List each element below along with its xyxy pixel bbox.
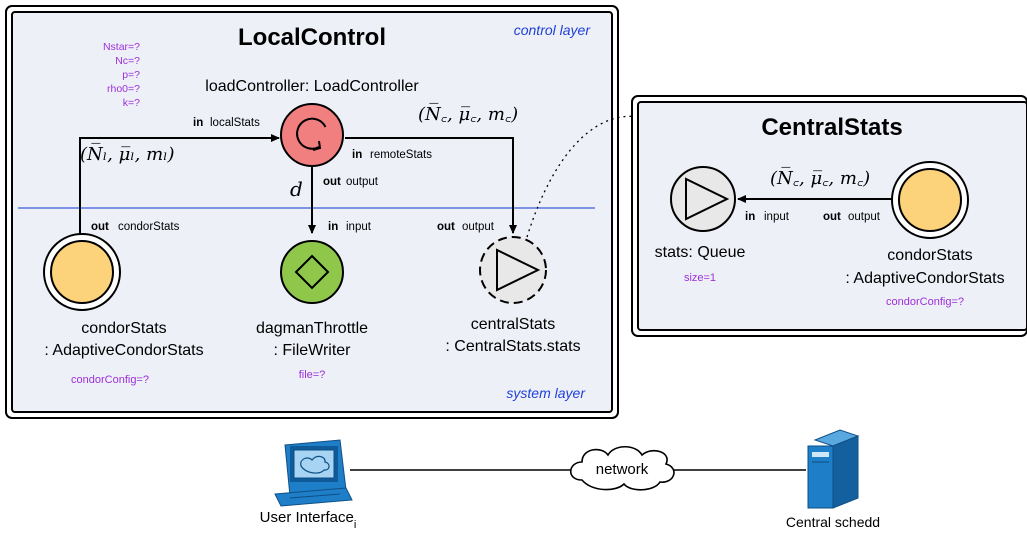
dagman-throttle-node <box>280 240 344 304</box>
local-condorstats-node <box>43 233 121 311</box>
dagman-throttle-type: : FileWriter <box>273 342 351 359</box>
param-k: k=? <box>123 97 140 109</box>
param-nc: Nc=? <box>115 55 140 67</box>
user-interface-subscript: i <box>354 519 356 531</box>
queue-node <box>670 166 736 232</box>
central-condorconfig-param: condorConfig=? <box>886 296 964 308</box>
port-out-kw: out <box>437 221 455 233</box>
local-condorstats-name: condorStats <box>81 320 166 337</box>
param-p: p=? <box>122 69 140 81</box>
edge-remote-stats <box>345 137 517 234</box>
port-in-kw: in <box>193 117 203 129</box>
central-stats-title: CentralStats <box>761 114 902 141</box>
central-port-labels: in input out output <box>745 211 881 223</box>
network-label: network <box>596 461 649 478</box>
edge-condorstats-to-localstats <box>79 134 280 240</box>
cloud-icon <box>569 445 675 491</box>
control-layer-label: control layer <box>514 22 592 38</box>
user-interface-text: User Interface <box>260 509 354 526</box>
port-output: output <box>848 211 881 223</box>
local-tuple-label: (N̅ₗ, μ̅ₗ, mₗ) <box>80 143 175 165</box>
port-in-kw: in <box>745 211 755 223</box>
central-condorstats-type: : AdaptiveCondorStats <box>845 270 1004 287</box>
port-localstats: localStats <box>210 117 260 129</box>
remote-tuple-label: (N̅꜀, μ̅꜀, m꜀) <box>418 103 518 125</box>
port-out-kw: out <box>91 221 109 233</box>
dagman-throttle-name: dagmanThrottle <box>256 320 368 337</box>
port-remotestats: remoteStats <box>370 149 432 161</box>
load-controller-label: loadController: LoadController <box>205 78 419 95</box>
central-stats-panel <box>631 95 1027 337</box>
load-controller-node <box>280 103 344 167</box>
d-label: d <box>290 177 303 201</box>
port-out-kw: out <box>323 176 341 188</box>
port-input: input <box>346 221 372 233</box>
local-condorconfig-param: condorConfig=? <box>71 374 149 386</box>
central-stats-proxy-node <box>479 236 547 304</box>
queue-name: stats: Queue <box>655 244 746 261</box>
port-in-kw: in <box>352 149 362 161</box>
schedd-label: Central schedd <box>786 514 880 530</box>
computer-icon <box>274 439 353 507</box>
system-layer-label: system layer <box>506 385 586 401</box>
port-output: output <box>462 221 495 233</box>
queue-size-param: size=1 <box>684 272 716 284</box>
central-condorstats-name: condorStats <box>887 247 972 264</box>
file-param: file=? <box>299 369 326 381</box>
local-connections <box>79 134 517 240</box>
local-control-title: LocalControl <box>238 24 386 51</box>
param-nstar: Nstar=? <box>103 41 140 53</box>
central-tuple-label: (N̅꜀, μ̅꜀, m꜀) <box>770 167 870 189</box>
user-interface-label: User Interfacei <box>260 509 357 531</box>
param-rho0: rho0=? <box>107 83 140 95</box>
server-icon <box>807 429 860 509</box>
port-out-kw: out <box>823 211 841 223</box>
port-input: input <box>764 211 790 223</box>
local-condorstats-type: : AdaptiveCondorStats <box>44 342 203 359</box>
central-stats-proxy-type: : CentralStats.stats <box>445 338 580 355</box>
central-stats-proxy-name: centralStats <box>471 316 555 333</box>
port-in-kw: in <box>328 221 338 233</box>
local-control-params: Nstar=? Nc=? p=? rho0=? k=? <box>103 41 140 109</box>
port-output: output <box>346 176 379 188</box>
local-port-labels: in localStats in remoteStats out output … <box>91 117 495 233</box>
central-condorstats-node <box>891 161 969 239</box>
port-condorstats: condorStats <box>118 221 180 233</box>
